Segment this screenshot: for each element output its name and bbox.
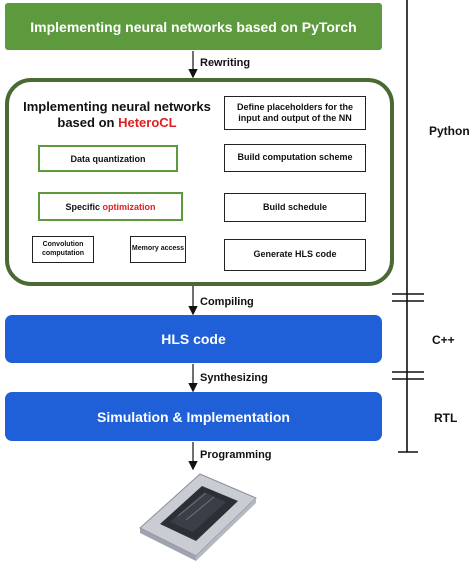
build-computation-box: Build computation scheme — [224, 144, 366, 172]
panel-title-line2: based on HeteroCL — [57, 115, 177, 131]
hls-code-bar: HLS code — [5, 315, 382, 363]
rewriting-label: Rewriting — [200, 57, 251, 69]
optimization-highlight: optimization — [102, 201, 156, 212]
specific-optimization-box: Specific optimization — [38, 192, 183, 221]
cpp-label: C++ — [432, 333, 455, 347]
pytorch-bar: Implementing neural networks based on Py… — [5, 3, 382, 50]
rtl-label: RTL — [434, 411, 458, 425]
panel-title-line1: Implementing neural networks — [23, 99, 211, 114]
synthesizing-label: Synthesizing — [200, 372, 268, 384]
generate-hls-box: Generate HLS code — [224, 239, 366, 271]
define-placeholders-box: Define placeholders for the input and ou… — [224, 96, 366, 130]
memory-access-box: Memory access — [130, 236, 186, 263]
heterocl-highlight: HeteroCL — [118, 115, 177, 131]
fpga-chip-image — [139, 473, 257, 561]
programming-label: Programming — [200, 449, 272, 461]
python-label: Python — [429, 124, 470, 138]
data-quantization-box: Data quantization — [38, 145, 178, 172]
heterocl-panel-title: Implementing neural networks based on He… — [22, 99, 212, 132]
pytorch-bar-text: Implementing neural networks based on Py… — [30, 18, 357, 35]
compiling-label: Compiling — [200, 296, 254, 308]
build-schedule-box: Build schedule — [224, 193, 366, 222]
simulation-bar: Simulation & Implementation — [5, 392, 382, 441]
convolution-box: Convolution computation — [32, 236, 94, 263]
